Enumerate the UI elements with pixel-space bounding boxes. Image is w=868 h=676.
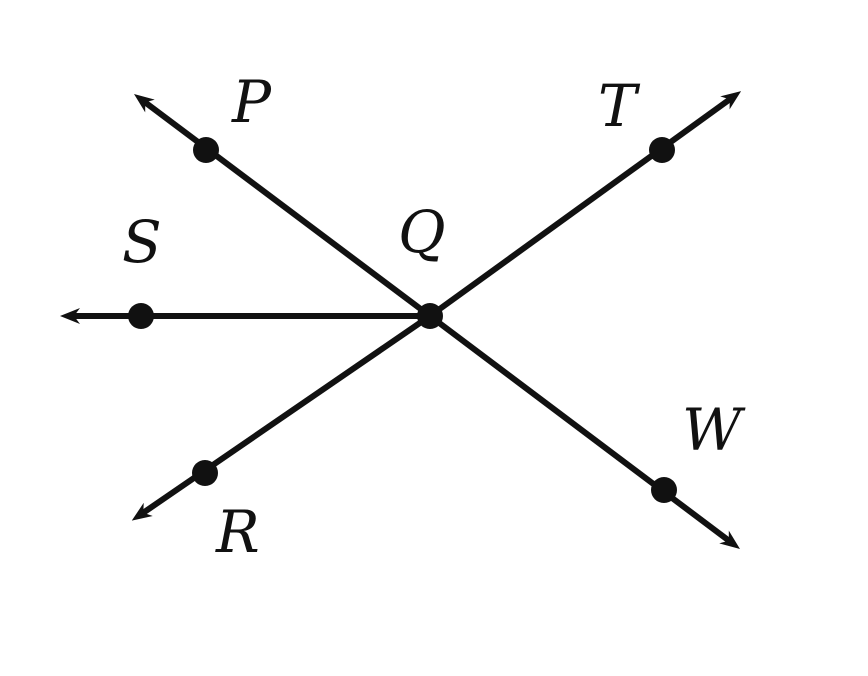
ray-qr [131, 313, 432, 521]
label-s: S [122, 208, 162, 276]
point-w [651, 477, 677, 503]
point-s [128, 303, 154, 329]
ray-qw [428, 313, 740, 550]
label-p: P [231, 68, 272, 136]
point-r [192, 460, 218, 486]
point-p [193, 137, 219, 163]
label-r: R [215, 498, 260, 566]
label-w: W [682, 396, 746, 464]
ray-qt [428, 91, 742, 319]
label-t: T [598, 72, 641, 140]
label-q: Q [398, 198, 446, 266]
point-t [649, 137, 675, 163]
ray-qp [134, 94, 432, 319]
point-q [417, 303, 443, 329]
